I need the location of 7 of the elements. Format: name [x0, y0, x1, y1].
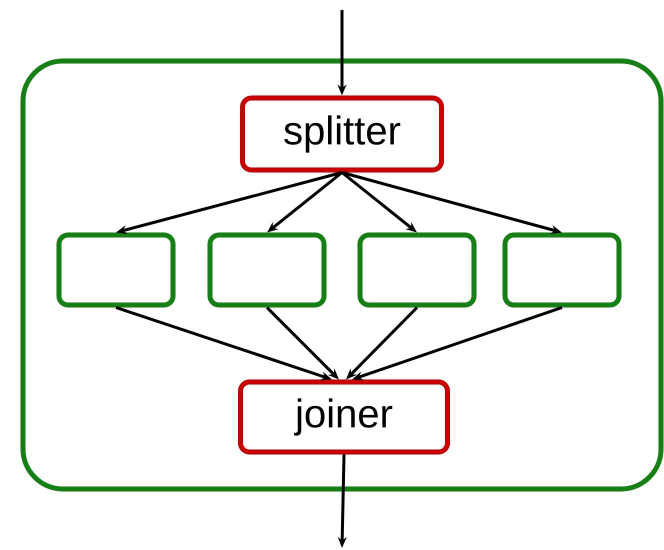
process-box	[358, 232, 476, 308]
splitter-box: splitter	[240, 96, 444, 172]
process-box	[56, 232, 176, 308]
process-box	[502, 232, 622, 308]
container-box	[20, 58, 664, 492]
process-box	[208, 232, 326, 308]
joiner-box: joiner	[238, 380, 450, 454]
